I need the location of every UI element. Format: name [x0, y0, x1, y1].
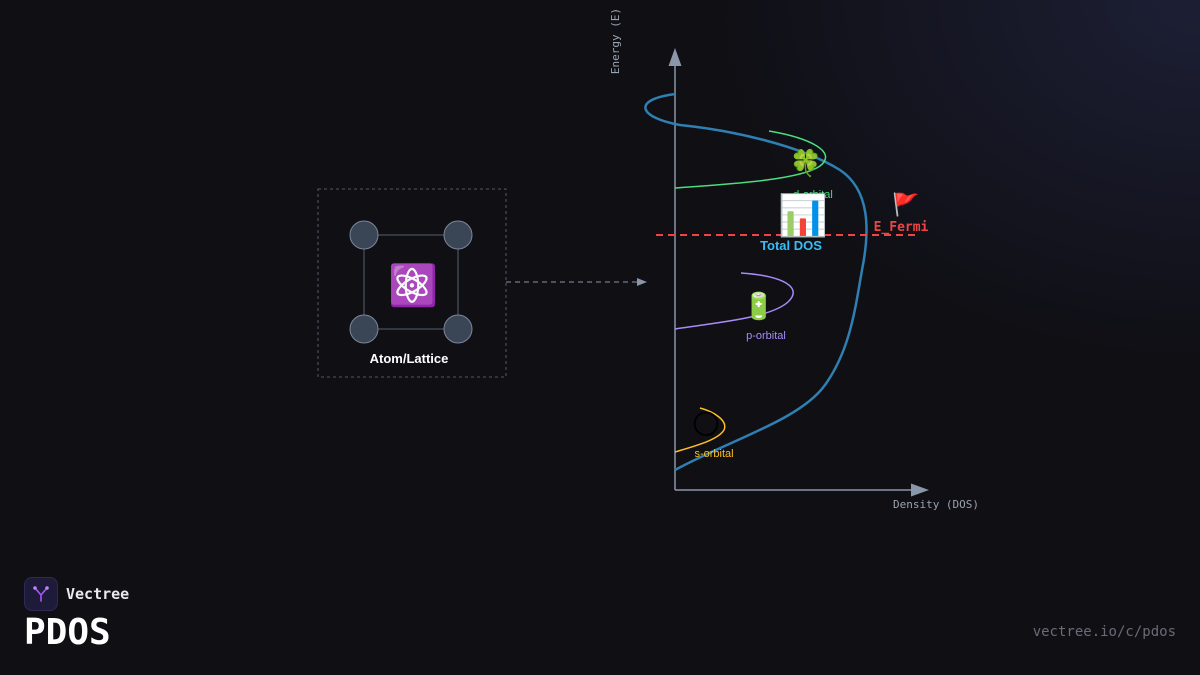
d-orbital-icon: 🍀 — [790, 148, 822, 179]
bar-chart-icon: 📊 — [778, 192, 828, 239]
fermi-label: E_Fermi — [874, 220, 929, 235]
brand: Vectree — [24, 577, 129, 611]
page-title: PDOS — [24, 612, 111, 653]
x-axis-arrowhead — [911, 483, 929, 497]
total-dos-curve — [644, 92, 868, 472]
lattice-label: Atom/Lattice — [370, 351, 449, 366]
source-url: vectree.io/c/pdos — [1032, 624, 1176, 640]
vectree-logo-icon — [24, 577, 58, 611]
s-orbital-curve — [674, 407, 726, 453]
p-orbital-label: p-orbital — [746, 330, 786, 342]
tree-branch-icon — [33, 586, 49, 602]
lattice-panel-border — [317, 188, 507, 378]
y-axis-label: Energy (E) — [609, 8, 622, 74]
p-orbital-curve — [674, 272, 794, 330]
y-axis-arrowhead — [668, 48, 682, 66]
flag-icon: 🚩 — [892, 192, 919, 218]
lattice-atom — [443, 220, 473, 250]
total-dos-label: Total DOS — [760, 238, 822, 253]
moon-icon: 🌕 — [691, 408, 720, 441]
atom-icon: ⚛️ — [388, 262, 438, 309]
brand-name: Vectree — [66, 585, 130, 603]
lattice-panel: ⚛️ Atom/Lattice — [317, 188, 507, 378]
battery-icon: 🔋 — [743, 291, 775, 322]
x-axis-label: Density (DOS) — [893, 498, 979, 511]
d-orbital-label: d-orbital — [793, 189, 833, 201]
lattice-atom — [443, 314, 473, 344]
lattice-atom — [349, 220, 379, 250]
axes: Energy (E) Density (DOS) — [609, 8, 979, 511]
lattice-atom — [349, 314, 379, 344]
d-orbital-curve — [674, 130, 827, 189]
s-orbital-label: s-orbital — [694, 448, 733, 460]
lattice-cell — [363, 234, 459, 330]
